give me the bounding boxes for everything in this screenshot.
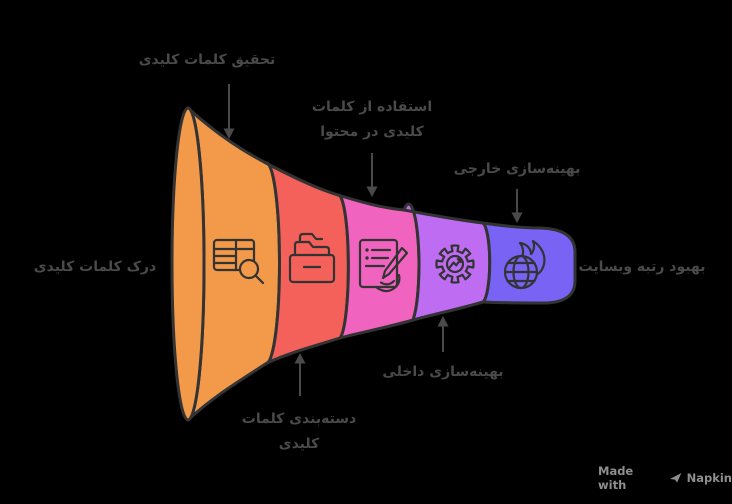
napkin-watermark[interactable]: Made with Napkin (598, 464, 732, 492)
table-search-icon (212, 238, 265, 285)
label-improve-ranking: بهبود رتبه وبسایت (578, 259, 706, 275)
annotation-arrows (223, 84, 523, 396)
label-keyword-categorization: دسته‌بندی کلمات کلیدی (199, 407, 399, 457)
label-understand-keywords: درک کلمات کلیدی (33, 259, 157, 275)
watermark-prefix: Made with (598, 464, 634, 492)
label-keywords-in-content: استفاده از کلمات کلیدی در محتوا (272, 95, 472, 145)
arrow-heads (223, 128, 523, 364)
archive-folders-icon (288, 232, 336, 284)
label-line: کلیدی (278, 436, 320, 452)
watermark-brand: Napkin (686, 471, 732, 485)
label-external-optimization: بهینه‌سازی خارجی (453, 161, 581, 177)
label-line: دسته‌بندی کلمات (241, 411, 357, 427)
document-pen-icon (358, 238, 409, 293)
funnel-segment-keyword-categorization (264, 161, 350, 365)
label-keyword-research: تحقیق کلمات کلیدی (138, 52, 276, 68)
globe-flame-icon (503, 239, 546, 290)
label-line: کلیدی در محتوا (320, 124, 424, 140)
funnel-icons (212, 232, 546, 293)
label-internal-optimization: بهینه‌سازی داخلی (382, 364, 504, 380)
label-line: استفاده از کلمات (311, 99, 433, 115)
gear-chart-icon (435, 244, 475, 284)
napkin-logo-icon (669, 473, 682, 483)
funnel-mouth (170, 106, 206, 422)
